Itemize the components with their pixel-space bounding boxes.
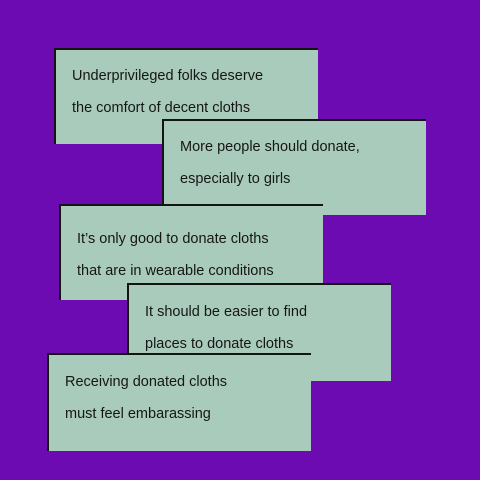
card-text-line: must feel embarassing [65, 406, 211, 422]
card-text-line: that are in wearable conditions [77, 263, 274, 279]
card-text-line: It’s only good to donate cloths [77, 231, 269, 247]
card-text-line: Underprivileged folks deserve [72, 68, 264, 84]
card-text-line: especially to girls [180, 171, 291, 187]
card-text-line: It should be easier to find [145, 304, 308, 320]
card-text-line: More people should donate, [180, 139, 360, 155]
card-text-line: places to donate cloths [145, 336, 294, 352]
opinion-card-2: More people should donate, especially to… [162, 119, 426, 215]
opinion-card-5: Receiving donated cloths must feel embar… [47, 353, 311, 451]
card-text-line: the comfort of decent cloths [72, 100, 251, 116]
card-text-line: Receiving donated cloths [65, 374, 228, 390]
